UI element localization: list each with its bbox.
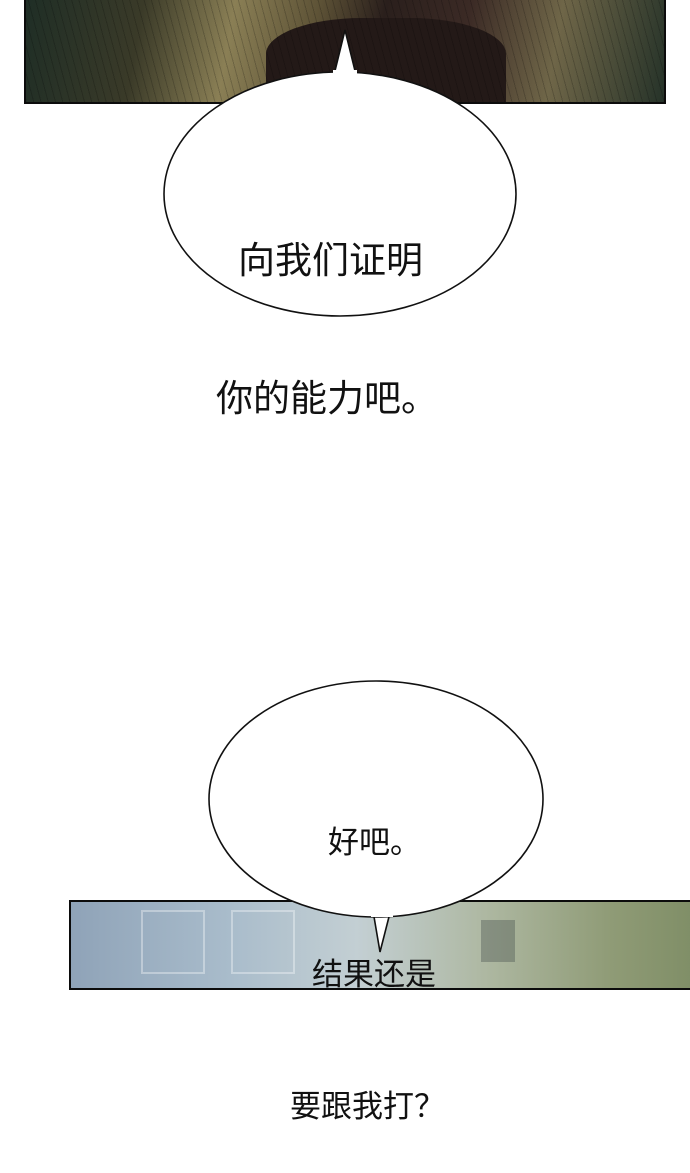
speech-bubbles-layer — [163, 29, 544, 953]
speech-line: 结果还是 — [312, 957, 436, 993]
speech-text-top: 向我们证明 你的能力吧。 — [216, 146, 438, 468]
bubble-tail-join-bottom — [371, 905, 393, 917]
speech-text-bottom: 好吧。 结果还是 要跟我打？ — [290, 733, 445, 1173]
speech-bubble-top — [163, 29, 517, 317]
speech-line: 要跟我打？ — [290, 1089, 445, 1125]
background-sign — [481, 920, 515, 962]
speech-line: 你的能力吧。 — [216, 377, 438, 420]
speech-line: 好吧。 — [328, 825, 421, 861]
speech-bubble-bottom — [208, 680, 544, 953]
bubble-tail-join-top — [333, 70, 357, 90]
speech-line: 向我们证明 — [238, 239, 423, 282]
